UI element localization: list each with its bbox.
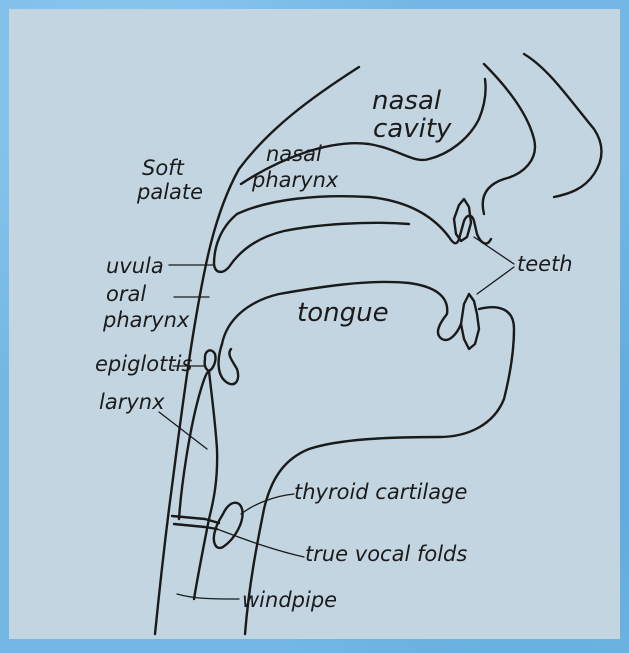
label-soft-palate-1: Soft xyxy=(142,156,185,180)
windpipe-leader xyxy=(177,594,239,599)
label-thyroid-cartilage: thyroid cartilage xyxy=(294,480,467,504)
epiglottis-flap xyxy=(205,350,216,371)
teeth-leader-lower xyxy=(477,267,514,294)
epiglottis-outline xyxy=(219,344,239,384)
label-tongue: tongue xyxy=(297,298,389,328)
label-epiglottis: epiglottis xyxy=(95,352,192,376)
diagram-panel: nasal cavity nasal pharynx Soft palate u… xyxy=(9,9,620,639)
label-nasal-pharynx-1: nasal xyxy=(266,142,322,166)
label-nasal-pharynx-2: pharynx xyxy=(251,168,339,192)
nose-outline xyxy=(483,64,535,214)
upper-teeth xyxy=(454,199,471,241)
label-oral-pharynx-1: oral xyxy=(106,282,146,306)
jaw-outline xyxy=(245,307,514,634)
lower-teeth xyxy=(461,294,479,349)
label-larynx: larynx xyxy=(99,390,165,414)
teeth-leader-upper xyxy=(474,237,514,264)
label-nasal-cavity-1: nasal xyxy=(372,86,442,116)
thyroid-cartilage-outline xyxy=(214,503,243,548)
nostril-line xyxy=(524,54,602,197)
label-windpipe: windpipe xyxy=(242,588,337,612)
label-true-vocal-folds: true vocal folds xyxy=(305,542,467,566)
label-oral-pharynx-2: pharynx xyxy=(102,308,190,332)
larynx-leader xyxy=(159,412,207,449)
label-teeth: teeth xyxy=(517,252,573,276)
palate-outline xyxy=(214,196,491,264)
vocal-tract-diagram: nasal cavity nasal pharynx Soft palate u… xyxy=(9,9,620,639)
label-nasal-cavity-2: cavity xyxy=(373,114,452,144)
label-uvula: uvula xyxy=(106,254,164,278)
uvula-outline xyxy=(214,223,409,272)
true-vocal-folds-leader xyxy=(217,529,304,557)
label-soft-palate-2: palate xyxy=(136,180,203,204)
